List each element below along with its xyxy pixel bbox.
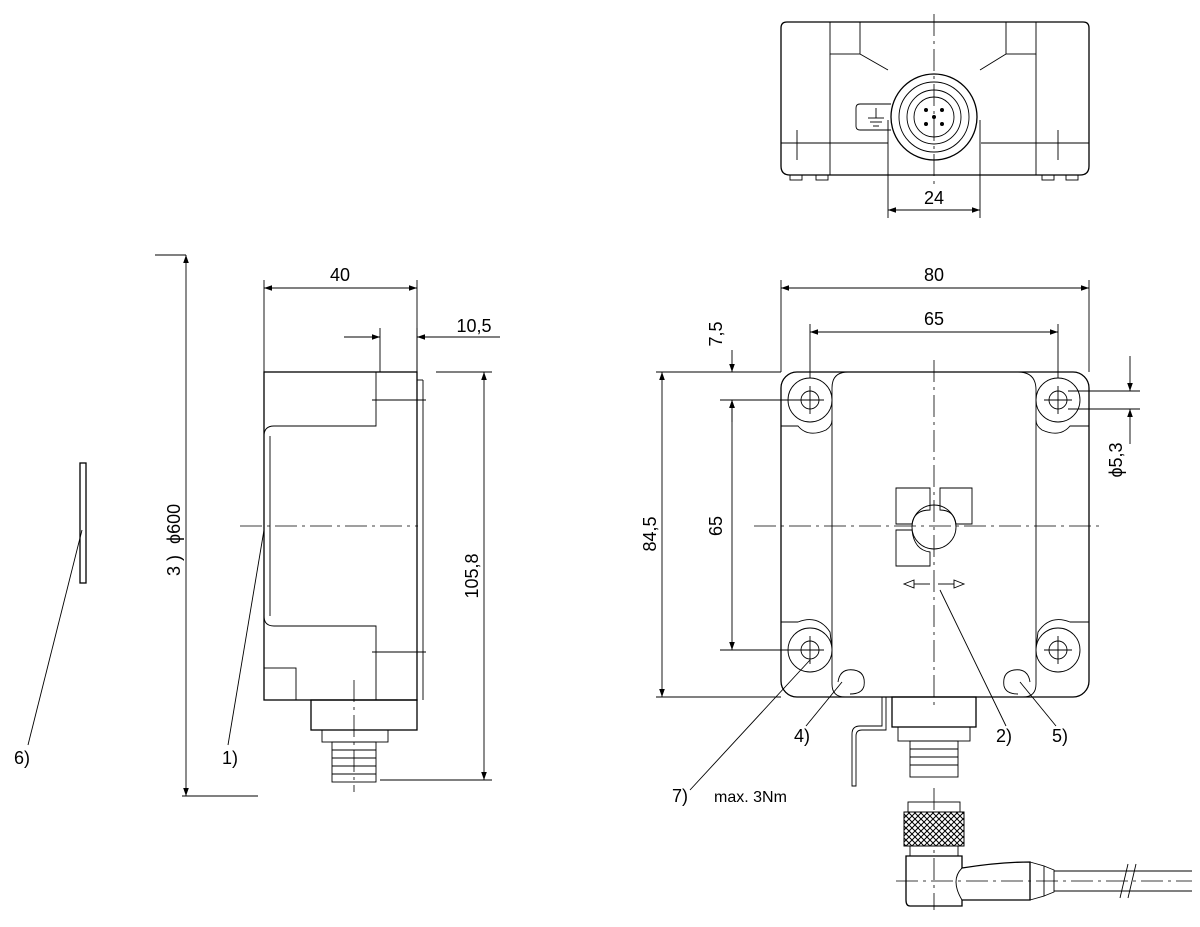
- dim-hole-spacing-x: 65: [924, 309, 944, 329]
- top-view: 24: [780, 14, 1090, 218]
- dim-hole-spacing-y: 65: [706, 516, 726, 536]
- dim-side-offset: 10,5: [456, 316, 491, 336]
- front-view: [754, 360, 1100, 787]
- callout-2: 2): [996, 726, 1012, 746]
- callout-7: 7): [672, 786, 688, 806]
- side-view: 40 10,5 105,8: [240, 265, 500, 792]
- callout-1: 1): [222, 748, 238, 768]
- callout-7-note: max. 3Nm: [714, 789, 787, 806]
- dim-target-diameter: ϕ600: [164, 504, 184, 544]
- dim-hole-diameter: ϕ5,3: [1106, 442, 1126, 477]
- dim-connector-width: 24: [924, 188, 944, 208]
- sensing-element: [895, 487, 973, 567]
- dim-front-height: 84,5: [640, 516, 660, 551]
- svg-text:3 ) ϕ600: 3 ) ϕ600: [164, 504, 184, 576]
- dim-target-prefix: 3 ): [164, 555, 184, 576]
- ground-symbol-icon: [855, 103, 891, 131]
- callout-6: 6): [14, 748, 30, 768]
- dim-side-height: 105,8: [462, 553, 482, 598]
- callout-4: 4): [794, 726, 810, 746]
- target-plate: 3 ) ϕ600: [79, 254, 258, 797]
- dim-hole-edge-offset: 7,5: [706, 321, 726, 346]
- angled-cable-connector: [896, 788, 1192, 910]
- callout-5: 5): [1052, 726, 1068, 746]
- direction-arrow-icon: [902, 579, 966, 589]
- dim-front-width: 80: [924, 265, 944, 285]
- dim-side-width: 40: [330, 265, 350, 285]
